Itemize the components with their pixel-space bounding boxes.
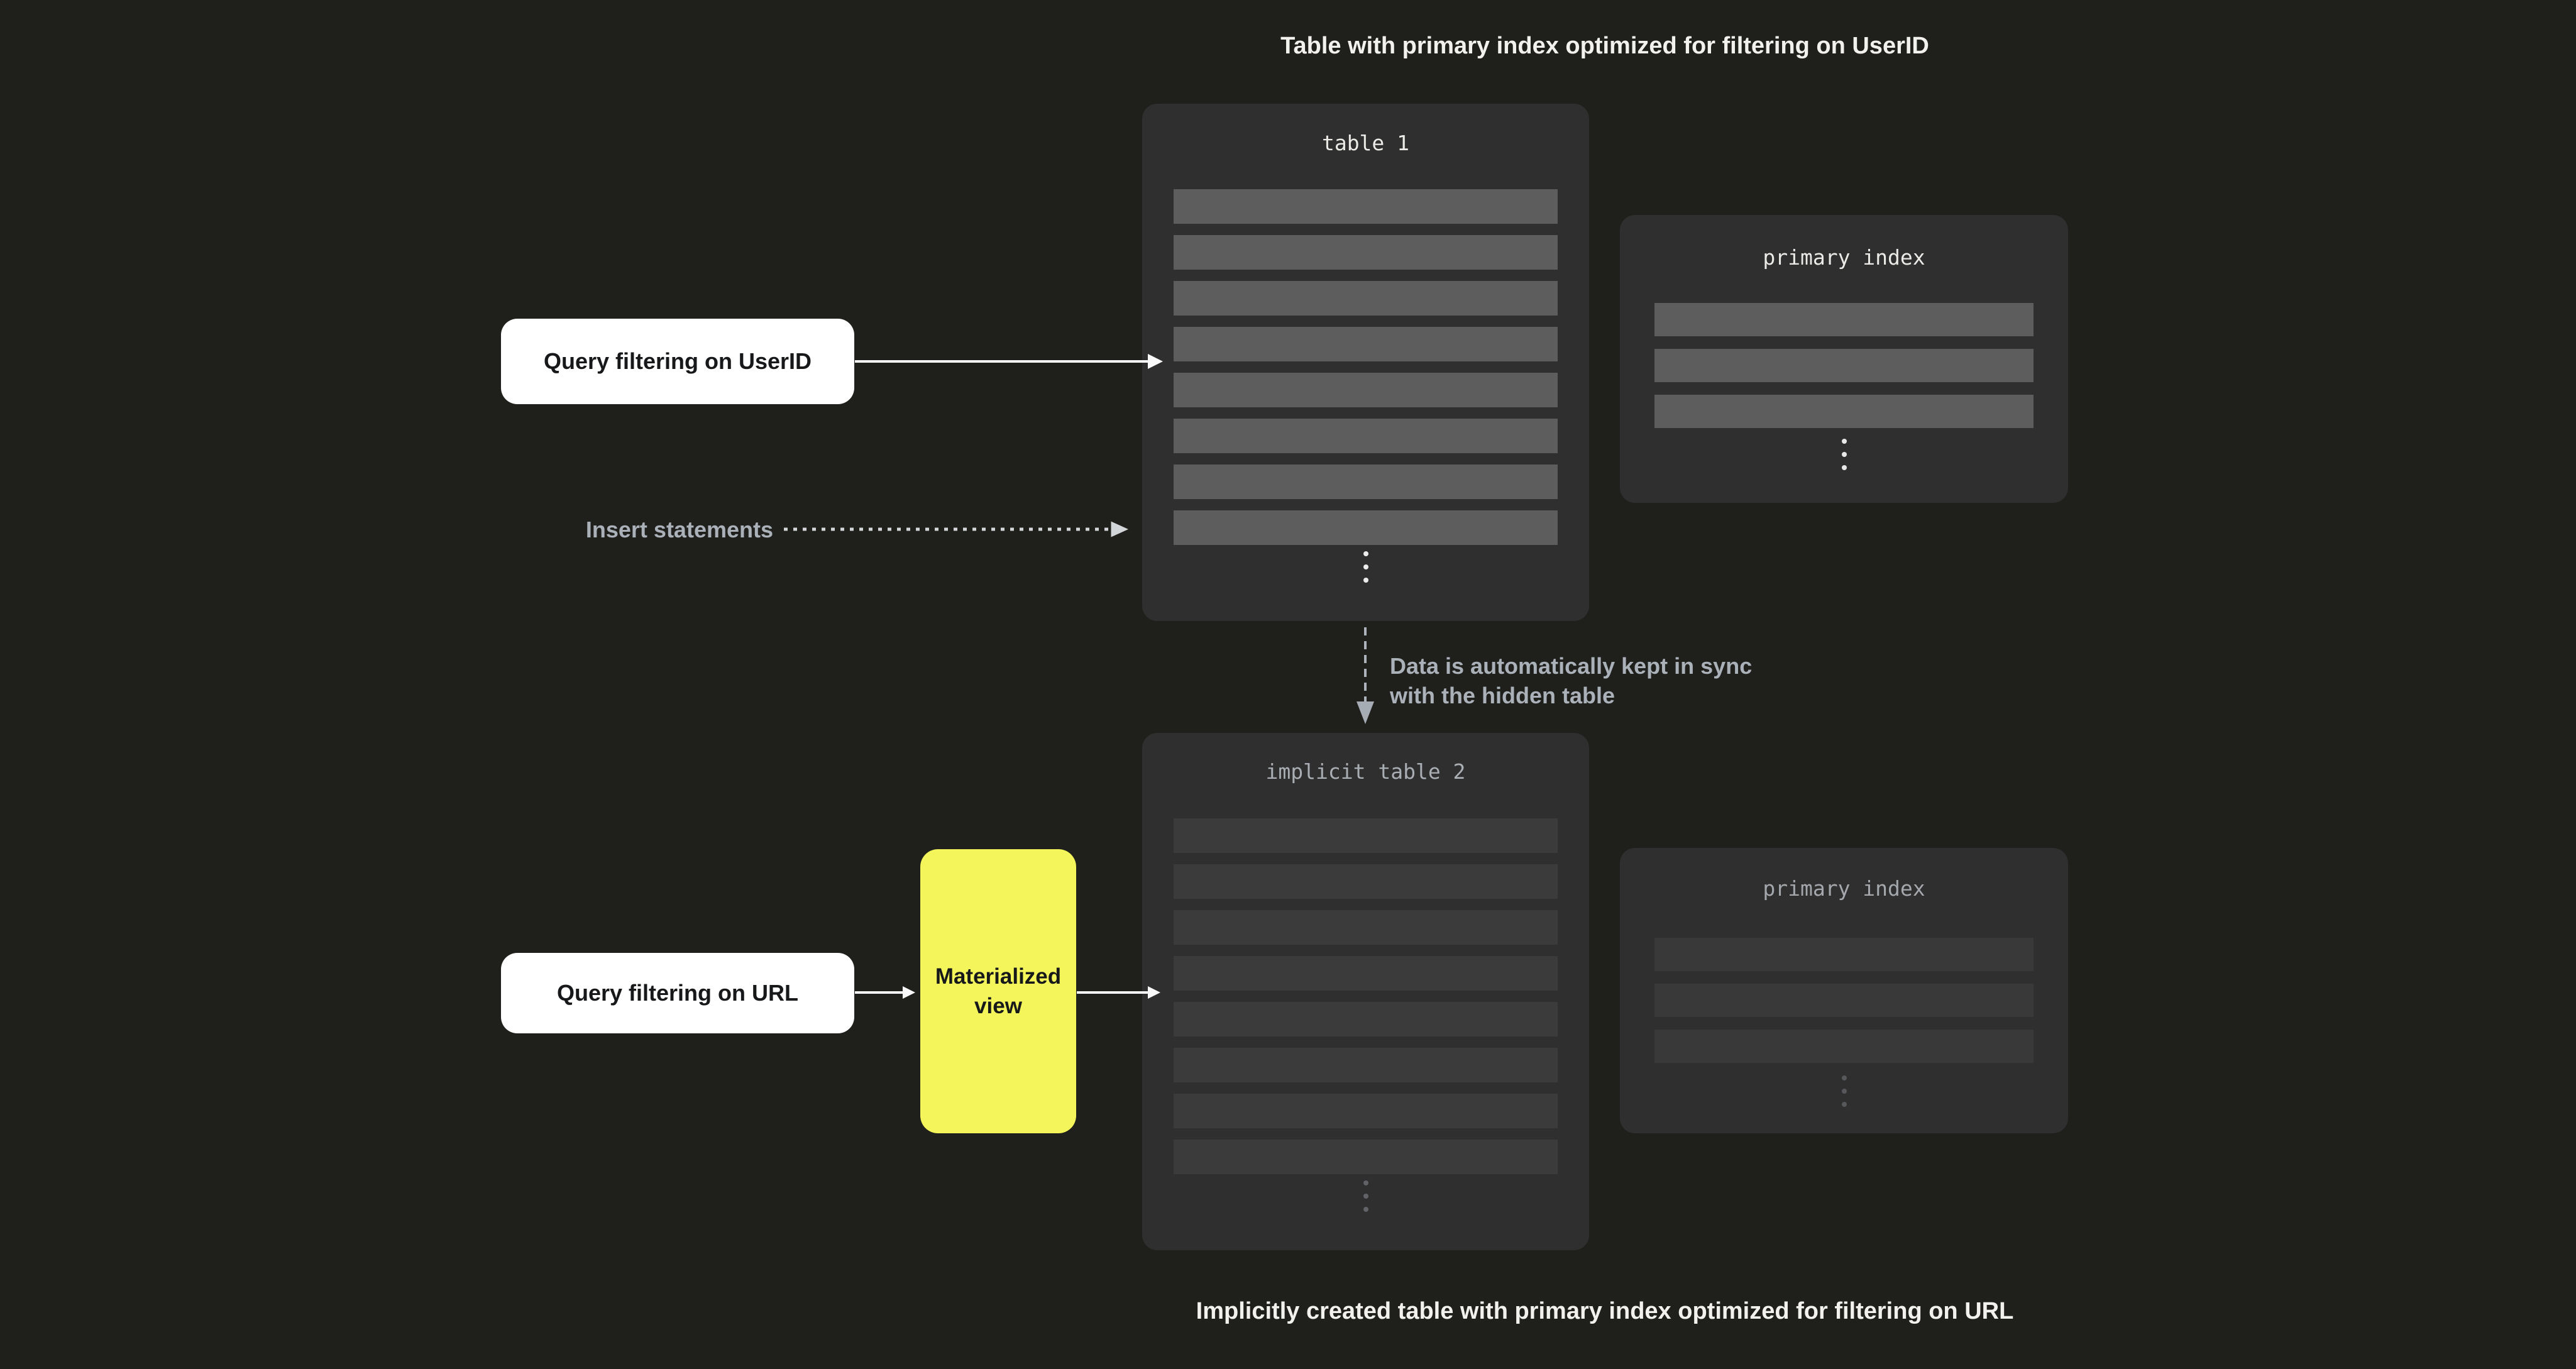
vertical-ellipsis-icon: [1142, 1180, 1589, 1212]
table-row: [1174, 956, 1558, 991]
vertical-ellipsis-icon: [1620, 439, 2068, 470]
table-row: [1174, 327, 1558, 361]
panel-primary-index-1-rows: [1654, 303, 2034, 428]
table-row: [1654, 303, 2034, 336]
panel-primary-index-1: primary index: [1620, 215, 2068, 503]
table-row: [1174, 1048, 1558, 1082]
sync-note-line2: with the hidden table: [1390, 683, 1615, 708]
table-row: [1174, 910, 1558, 945]
table-row: [1174, 373, 1558, 407]
panel-table2-rows: [1174, 818, 1558, 1174]
vertical-ellipsis-icon: [1142, 551, 1589, 583]
table-row: [1654, 984, 2034, 1017]
node-materialized-view-label: Materialized view: [935, 964, 1062, 1018]
table-row: [1654, 395, 2034, 428]
caption-bottom: Implicitly created table with primary in…: [1196, 1298, 2014, 1324]
caption-top: Table with primary index optimized for f…: [1280, 33, 1929, 59]
node-query-filtering-userid-label: Query filtering on UserID: [543, 348, 812, 374]
sync-note-label: Data is automatically kept in sync with …: [1390, 651, 1752, 710]
panel-table2-title: implicit table 2: [1265, 759, 1466, 784]
panel-table1-title: table 1: [1321, 131, 1410, 155]
table-row: [1174, 235, 1558, 270]
table-row: [1174, 419, 1558, 453]
table-row: [1174, 818, 1558, 853]
table-row: [1654, 349, 2034, 382]
sync-note-line1: Data is automatically kept in sync: [1390, 653, 1753, 679]
node-query-filtering-userid: Query filtering on UserID: [501, 319, 854, 404]
panel-table2: implicit table 2: [1142, 733, 1589, 1250]
table-row: [1174, 189, 1558, 224]
table-row: [1174, 510, 1558, 545]
table-row: [1654, 938, 2034, 971]
table-row: [1174, 1094, 1558, 1128]
panel-primary-index-1-title: primary index: [1763, 245, 1925, 270]
insert-statements-label: Insert statements: [585, 517, 773, 542]
panel-primary-index-2-title: primary index: [1763, 876, 1925, 901]
node-materialized-view: Materialized view: [920, 849, 1076, 1133]
table-row: [1174, 1002, 1558, 1036]
panel-primary-index-2-rows: [1654, 938, 2034, 1063]
panel-primary-index-2: primary index: [1620, 848, 2068, 1133]
table-row: [1654, 1030, 2034, 1063]
table-row: [1174, 465, 1558, 499]
table-row: [1174, 864, 1558, 899]
node-query-filtering-url: Query filtering on URL: [501, 953, 854, 1033]
vertical-ellipsis-icon: [1620, 1075, 2068, 1107]
panel-table1: table 1: [1142, 104, 1589, 621]
table-row: [1174, 1140, 1558, 1174]
node-query-filtering-url-label: Query filtering on URL: [556, 980, 798, 1006]
panel-table1-rows: [1174, 189, 1558, 545]
table-row: [1174, 281, 1558, 316]
